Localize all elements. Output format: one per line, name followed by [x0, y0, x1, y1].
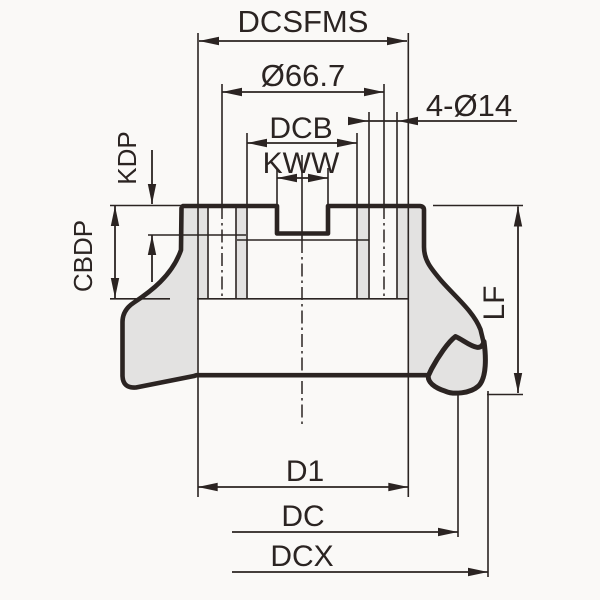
dim-label-bolt-circle: Ø66.7: [261, 58, 345, 93]
dim-label-dc: DC: [281, 500, 324, 533]
arrowhead: [147, 235, 157, 255]
dimension-bolt-circle: Ø66.7: [222, 58, 384, 97]
dim-label-d1: D1: [286, 455, 324, 488]
left-profile-and-bottom-face: [120, 205, 431, 390]
insert-outline: [425, 334, 488, 396]
arrowhead: [277, 173, 297, 183]
arrowhead: [387, 36, 407, 46]
arrowhead: [197, 482, 218, 492]
dimension-d1: D1: [197, 455, 409, 492]
arrowhead: [468, 567, 488, 577]
arrowhead: [222, 87, 242, 97]
arrowhead: [513, 206, 523, 227]
dim-label-kdp: KDP: [112, 131, 142, 184]
arrowhead: [398, 116, 418, 126]
dimension-dcb: DCB: [247, 112, 357, 148]
arrowhead: [147, 184, 157, 204]
dim-label-kww: KWW: [263, 147, 340, 180]
right-web-section: [357, 206, 370, 299]
dimension-cbdp: CBDP: [68, 206, 120, 298]
extension-lines: [110, 33, 523, 577]
dimension-dcx: DCX: [232, 540, 488, 577]
arrowhead: [110, 278, 120, 298]
arrowhead: [438, 527, 458, 537]
dim-label-cbdp: CBDP: [68, 220, 98, 292]
dimension-dc: DC: [232, 500, 458, 537]
dimension-kww: KWW: [263, 147, 340, 183]
dim-label-holes: 4-Ø14: [426, 88, 512, 123]
arrowhead: [513, 373, 523, 393]
left-web-section: [236, 206, 248, 299]
left-flange-section: [122, 206, 208, 388]
dim-label-dcb: DCB: [269, 112, 332, 145]
centerlines: [221, 155, 385, 424]
dim-label-lf: LF: [478, 285, 511, 320]
dimension-kdp: KDP: [112, 131, 157, 282]
dimension-holes: 4-Ø14: [348, 88, 517, 126]
arrowhead: [388, 482, 409, 492]
arrowhead: [364, 87, 384, 97]
arrowhead: [308, 173, 328, 183]
dim-label-dcsfms: DCSFMS: [238, 4, 369, 39]
dimension-dcsfms: DCSFMS: [199, 4, 407, 46]
arrowhead: [110, 206, 120, 226]
arrowhead: [199, 36, 219, 46]
arrowhead: [348, 116, 368, 126]
arrowhead: [337, 138, 357, 148]
cutter-body-outline: [120, 203, 488, 396]
dim-label-dcx: DCX: [270, 540, 333, 573]
dimension-lf: LF: [478, 206, 523, 393]
top-face-and-keyway-outline: [180, 203, 487, 347]
arrowhead: [247, 138, 267, 148]
